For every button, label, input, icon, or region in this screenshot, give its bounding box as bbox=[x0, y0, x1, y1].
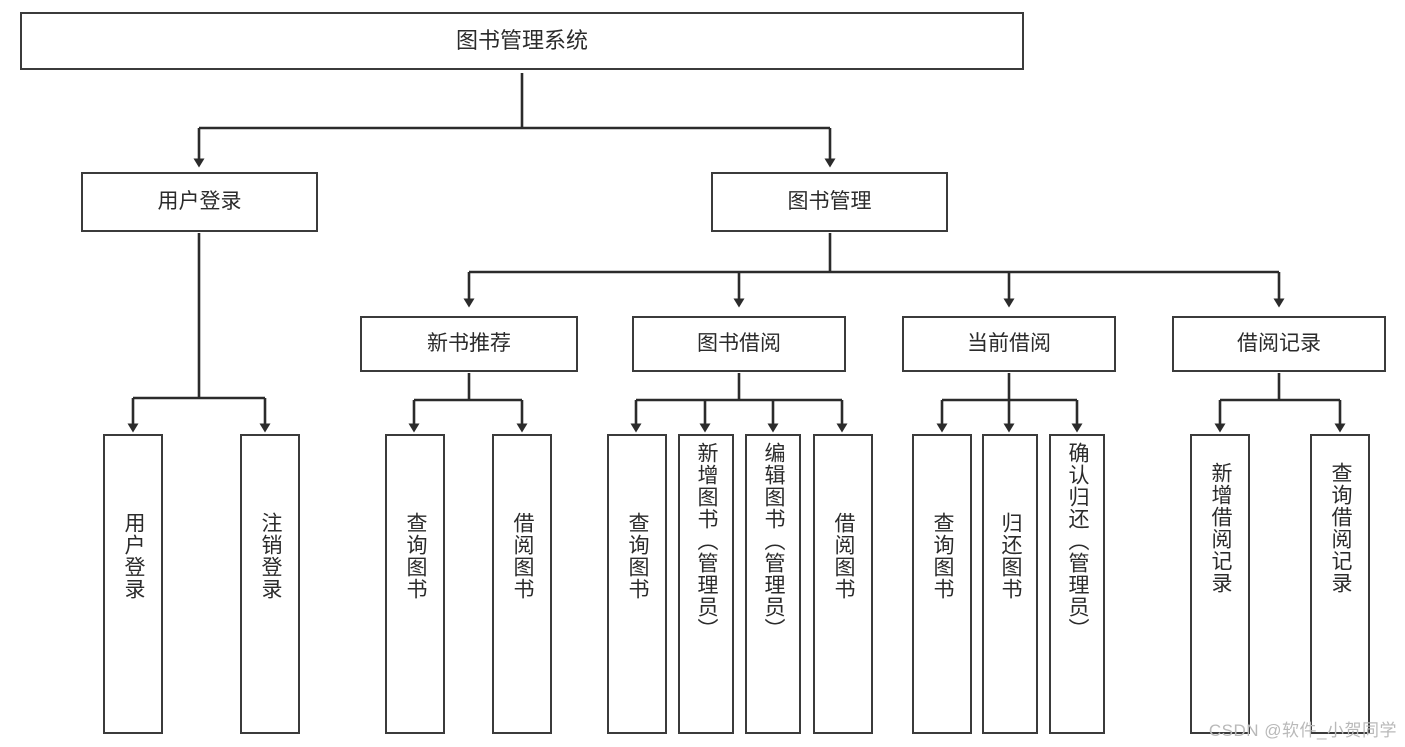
node-current-borrow[interactable]: 当前借阅 bbox=[902, 316, 1116, 372]
node-book-management[interactable]: 图书管理 bbox=[711, 172, 948, 232]
leaf-current-borrow-return-book[interactable]: 归还图书 bbox=[982, 434, 1038, 734]
node-label: 查询借阅记录 bbox=[1329, 462, 1353, 594]
node-label: 借阅记录 bbox=[1237, 331, 1321, 355]
leaf-user-login-logout[interactable]: 注销登录 bbox=[240, 434, 300, 734]
leaf-borrow-record-query-record[interactable]: 查询借阅记录 bbox=[1310, 434, 1370, 734]
node-label: 确认归还（管理员） bbox=[1066, 442, 1090, 640]
node-label: 图书管理 bbox=[787, 189, 872, 213]
node-label: 新增图书（管理员） bbox=[695, 442, 719, 640]
leaf-book-borrow-lend-book[interactable]: 借阅图书 bbox=[813, 434, 873, 734]
node-label: 图书借阅 bbox=[697, 331, 781, 355]
node-label: 图书管理系统 bbox=[455, 28, 588, 54]
node-label: 借阅图书 bbox=[511, 512, 535, 600]
node-label: 新书推荐 bbox=[427, 331, 511, 355]
leaf-book-borrow-query-book[interactable]: 查询图书 bbox=[607, 434, 667, 734]
csdn-watermark: CSDN @软件_小贺同学 bbox=[1208, 721, 1397, 740]
node-label: 当前借阅 bbox=[967, 331, 1051, 355]
leaf-user-login-login[interactable]: 用户登录 bbox=[103, 434, 163, 734]
node-label: 用户登录 bbox=[157, 189, 242, 213]
leaf-new-book-query-book[interactable]: 查询图书 bbox=[385, 434, 445, 734]
leaf-current-borrow-query-book[interactable]: 查询图书 bbox=[912, 434, 972, 734]
leaf-current-borrow-confirm-return-admin[interactable]: 确认归还（管理员） bbox=[1049, 434, 1105, 734]
node-label: 用户登录 bbox=[122, 512, 146, 600]
node-label: 查询图书 bbox=[404, 512, 428, 600]
node-user-login[interactable]: 用户登录 bbox=[81, 172, 318, 232]
node-label: 查询图书 bbox=[931, 512, 955, 600]
node-label: 查询图书 bbox=[626, 512, 650, 600]
node-label: 归还图书 bbox=[999, 512, 1023, 600]
node-label: 借阅图书 bbox=[832, 512, 856, 600]
node-borrow-record[interactable]: 借阅记录 bbox=[1172, 316, 1386, 372]
node-root-book-management-system[interactable]: 图书管理系统 bbox=[20, 12, 1024, 70]
leaf-book-borrow-edit-book-admin[interactable]: 编辑图书（管理员） bbox=[745, 434, 801, 734]
node-book-borrow[interactable]: 图书借阅 bbox=[632, 316, 846, 372]
node-new-book-recommend[interactable]: 新书推荐 bbox=[360, 316, 578, 372]
leaf-book-borrow-add-book-admin[interactable]: 新增图书（管理员） bbox=[678, 434, 734, 734]
leaf-borrow-record-add-record[interactable]: 新增借阅记录 bbox=[1190, 434, 1250, 734]
node-label: 新增借阅记录 bbox=[1209, 462, 1233, 594]
leaf-new-book-borrow-book[interactable]: 借阅图书 bbox=[492, 434, 552, 734]
node-label: 注销登录 bbox=[259, 512, 283, 600]
node-label: 编辑图书（管理员） bbox=[762, 442, 786, 640]
